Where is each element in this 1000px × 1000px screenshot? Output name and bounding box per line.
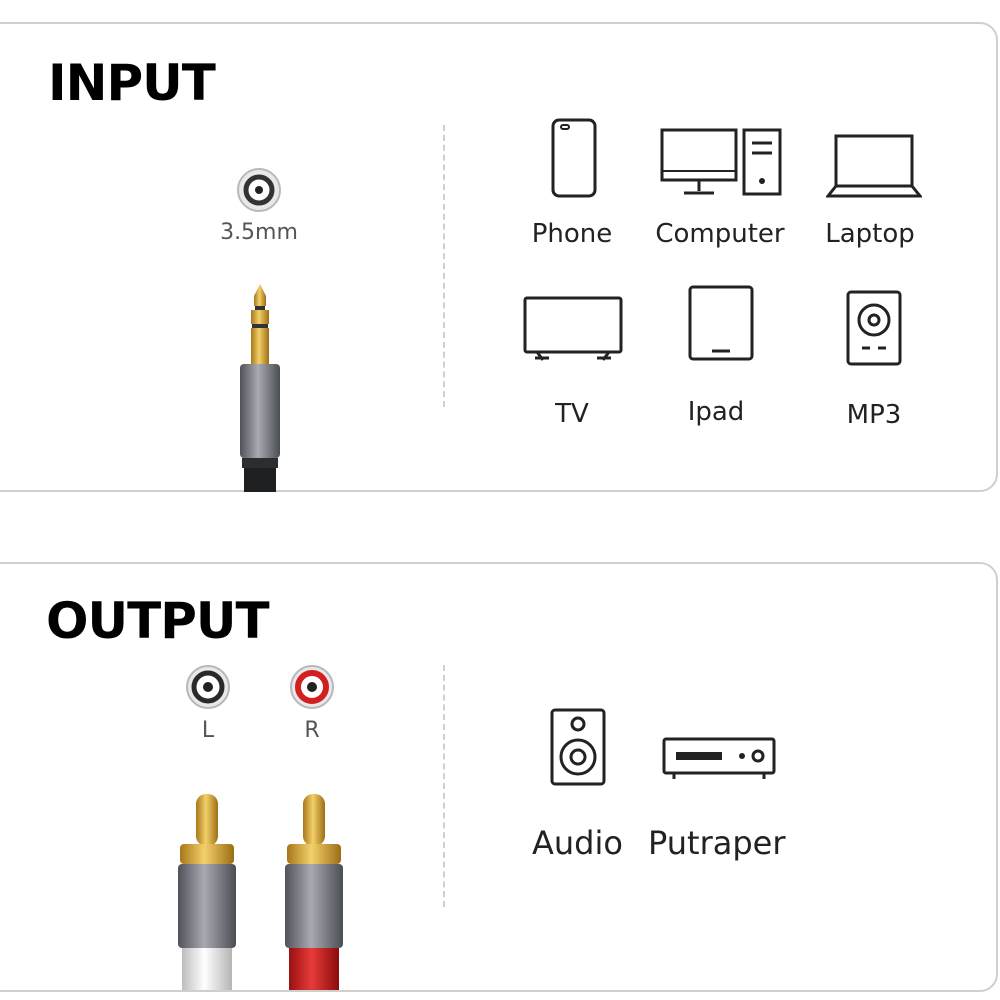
device-label-laptop: Laptop: [825, 219, 915, 249]
rca-jack-left-icon: [185, 664, 231, 710]
input-panel: [0, 22, 998, 492]
mp3-speaker-icon: [846, 290, 902, 366]
rca-jack-right-icon: [289, 664, 335, 710]
laptop-icon: [826, 134, 922, 198]
phone-icon: [551, 118, 597, 198]
device-label-audio: Audio: [532, 824, 623, 862]
device-label-amplifier: Putraper: [648, 824, 786, 862]
device-label-ipad: Ipad: [687, 397, 745, 427]
device-label-phone: Phone: [531, 219, 613, 249]
device-label-tv: TV: [555, 399, 589, 429]
rca-plug-right-icon: [281, 790, 347, 990]
port-label-right: R: [304, 718, 320, 743]
rca-plug-left-icon: [174, 790, 240, 990]
output-panel: [0, 562, 998, 992]
input-divider: [443, 125, 445, 407]
tablet-icon: [688, 285, 754, 361]
input-title: INPUT: [48, 54, 216, 112]
output-divider: [443, 665, 445, 907]
computer-icon: [660, 127, 784, 197]
device-label-computer: Computer: [655, 219, 785, 249]
port-label-left: L: [201, 718, 215, 743]
speaker-icon: [550, 708, 606, 786]
aux-plug-icon: [230, 282, 290, 492]
output-title: OUTPUT: [46, 592, 270, 650]
amplifier-icon: [662, 737, 776, 781]
port-label-35mm: 3.5mm: [220, 220, 298, 245]
audio-jack-35mm-icon: [236, 167, 282, 213]
device-label-mp3: MP3: [846, 400, 902, 430]
tv-icon: [523, 296, 623, 362]
